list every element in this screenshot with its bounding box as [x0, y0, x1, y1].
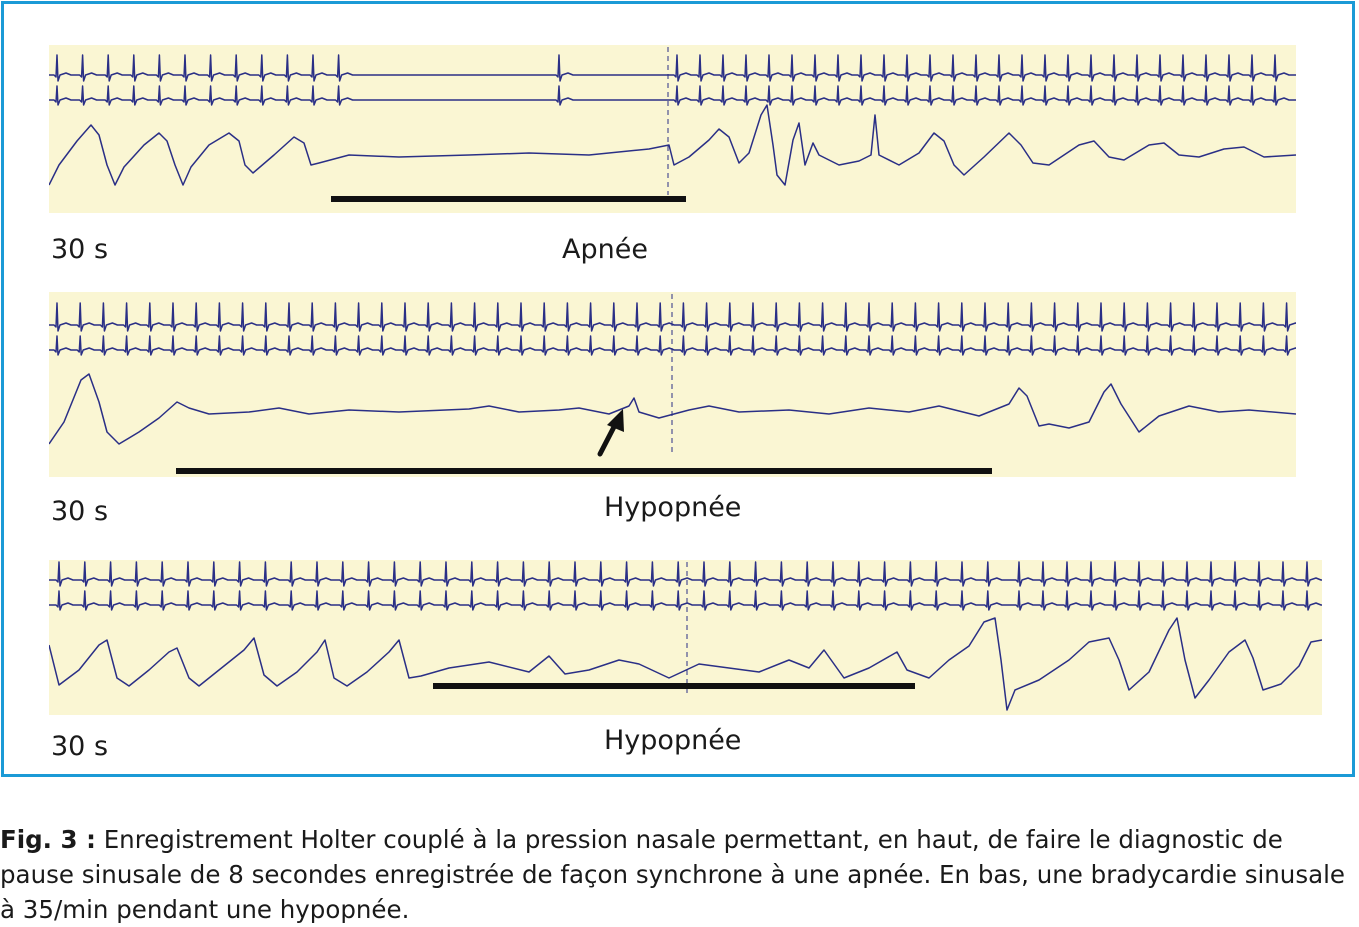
ecg-strip-hypopnea-1 — [49, 292, 1296, 477]
duration-label: 30 s — [51, 731, 109, 762]
duration-label: 30 s — [51, 496, 109, 527]
respiratory-trace — [49, 617, 1322, 711]
event-bar — [433, 683, 915, 689]
event-bar — [331, 196, 686, 202]
ecg-lead-1 — [49, 54, 1296, 82]
ecg-lead-2 — [49, 335, 1296, 356]
event-bar — [176, 468, 992, 474]
figure-caption: Fig. 3 : Enregistrement Holter couplé à … — [0, 822, 1359, 927]
respiratory-trace — [49, 373, 1296, 445]
ecg-strip-hypopnea-2 — [49, 560, 1322, 715]
event-label: Hypopnée — [604, 725, 742, 756]
ecg-lead-2 — [49, 85, 1296, 106]
ecg-lead-2 — [49, 590, 1322, 611]
ecg-strip-apnea — [49, 45, 1296, 213]
respiratory-trace — [49, 104, 1296, 186]
caption-text: Enregistrement Holter couplé à la pressi… — [0, 825, 1345, 924]
ecg-lead-1 — [49, 561, 1322, 587]
figure-frame — [1, 1, 1355, 777]
caption-prefix: Fig. 3 : — [0, 825, 96, 854]
event-label: Hypopnée — [604, 492, 742, 523]
event-label: Apnée — [562, 234, 648, 265]
ecg-lead-1 — [49, 302, 1296, 332]
arrow-icon — [597, 409, 624, 457]
duration-label: 30 s — [51, 234, 109, 265]
